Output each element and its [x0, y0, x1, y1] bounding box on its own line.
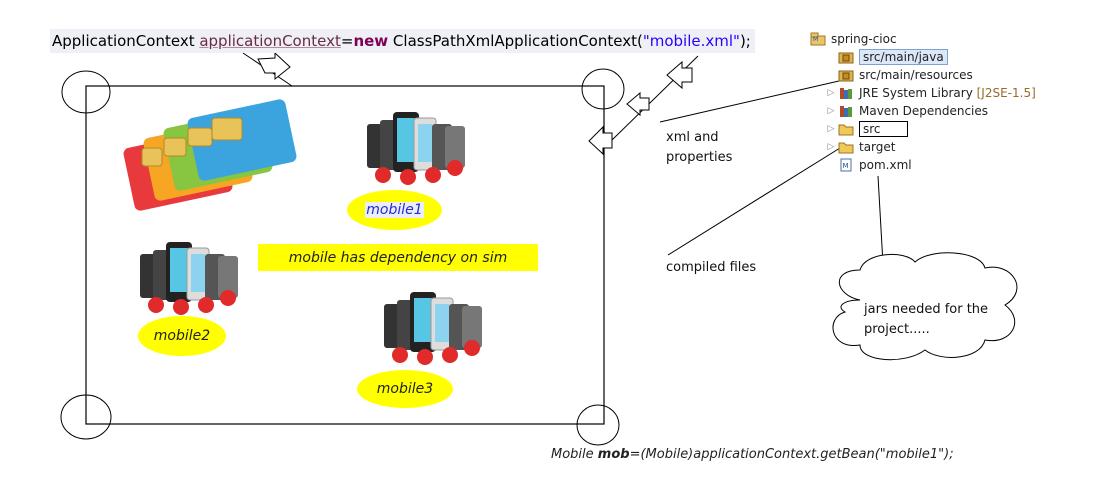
xml-note-line-1: xml and	[666, 130, 719, 145]
corner-circle-br	[576, 404, 620, 446]
cloud-shape	[832, 252, 1018, 361]
project-icon: M	[810, 32, 826, 46]
xml-arrow-icon-1	[666, 60, 693, 90]
tree-label: src	[859, 121, 908, 137]
expand-arrow-icon[interactable]: ▷	[827, 106, 835, 116]
mobile2-label: mobile2	[153, 328, 211, 344]
tree-item-maven-dependencies[interactable]: ▷ Maven Dependencies	[824, 102, 1036, 120]
mobile1-oval: mobile1	[347, 190, 442, 230]
mobile2-oval: mobile2	[138, 316, 226, 356]
tree-label: src/main/java	[859, 49, 948, 65]
phones-illustration-1	[367, 112, 465, 185]
tree-item-jre-library[interactable]: ▷ JRE System Library [J2SE-1.5]	[824, 84, 1036, 102]
package-folder-icon	[838, 50, 854, 64]
code-variable: mob	[597, 447, 630, 462]
corner-circle-bl	[60, 394, 112, 440]
tree-item-src-main-resources[interactable]: src/main/resources	[824, 66, 1036, 84]
getbean-code-line: Mobile mob=(Mobile)applicationContext.ge…	[551, 447, 954, 462]
code-type: ApplicationContext	[52, 32, 200, 50]
tree-item-src[interactable]: ▷ src	[824, 120, 1036, 138]
tree-project-root[interactable]: M spring-cioc	[810, 30, 1036, 48]
mobile3-oval: mobile3	[357, 370, 453, 408]
compiled-files-note: compiled files	[666, 260, 757, 275]
code-expression: =(Mobile)applicationContext.getBean("mob…	[629, 447, 954, 462]
tree-label: target	[859, 140, 896, 154]
folder-icon	[838, 122, 854, 136]
jre-version: [J2SE-1.5]	[976, 86, 1036, 100]
tree-label: src/main/resources	[859, 68, 973, 82]
folder-icon	[838, 140, 854, 154]
expand-arrow-icon[interactable]: ▷	[827, 142, 835, 152]
sim-cards-illustration	[123, 99, 297, 211]
expand-arrow-icon[interactable]: ▷	[827, 88, 835, 98]
phones-illustration-2	[140, 242, 238, 315]
cloud-note: jars needed for the project.....	[864, 300, 988, 340]
mobile1-label: mobile1	[365, 202, 424, 218]
expand-arrow-icon[interactable]: ▷	[827, 124, 835, 134]
tree-label: pom.xml	[859, 158, 912, 172]
xml-note-line-2: properties	[666, 150, 733, 165]
code-keyword: new	[353, 32, 389, 50]
tree-item-target[interactable]: ▷ target	[824, 138, 1036, 156]
context-code-line: ApplicationContext applicationContext=ne…	[50, 29, 755, 53]
library-icon	[838, 86, 854, 100]
maven-file-icon: M	[838, 158, 854, 172]
phones-illustration-3	[384, 292, 482, 365]
xml-arrow-icon-2	[626, 91, 650, 117]
code-equals: =	[340, 32, 354, 50]
resources-pointer-line	[659, 77, 853, 123]
xml-properties-note: xml and properties	[666, 128, 732, 168]
corner-circle-tl	[61, 70, 111, 114]
package-folder-icon	[838, 68, 854, 82]
target-pointer-line	[667, 147, 841, 256]
cloud-note-line-1: jars needed for the	[864, 302, 989, 317]
svg-text:M: M	[813, 36, 818, 43]
dependency-label: mobile has dependency on sim	[258, 244, 538, 271]
container-box	[85, 85, 605, 425]
tree-label: JRE System Library [J2SE-1.5]	[859, 86, 1036, 100]
tree-label: Maven Dependencies	[859, 104, 989, 118]
code-constructor: ClassPathXmlApplicationContext(	[388, 32, 643, 50]
mobile3-label: mobile3	[376, 381, 434, 397]
cloud-note-line-2: project.....	[864, 322, 930, 337]
code-type: Mobile	[551, 447, 598, 462]
library-icon	[838, 104, 854, 118]
project-explorer-tree: M spring-cioc src/main/java src/main/res…	[810, 30, 1036, 174]
tree-item-src-main-java[interactable]: src/main/java	[824, 48, 1036, 66]
corner-circle-tr	[581, 68, 625, 110]
code-variable: applicationContext	[199, 32, 341, 50]
project-name: spring-cioc	[831, 32, 897, 46]
xml-arrow-icon-3	[588, 125, 613, 156]
code-arrow-icon	[257, 51, 291, 81]
code-end: );	[739, 32, 751, 50]
tree-item-pom[interactable]: M pom.xml	[824, 156, 1036, 174]
svg-text:M: M	[843, 162, 849, 170]
code-string: "mobile.xml"	[642, 32, 740, 50]
